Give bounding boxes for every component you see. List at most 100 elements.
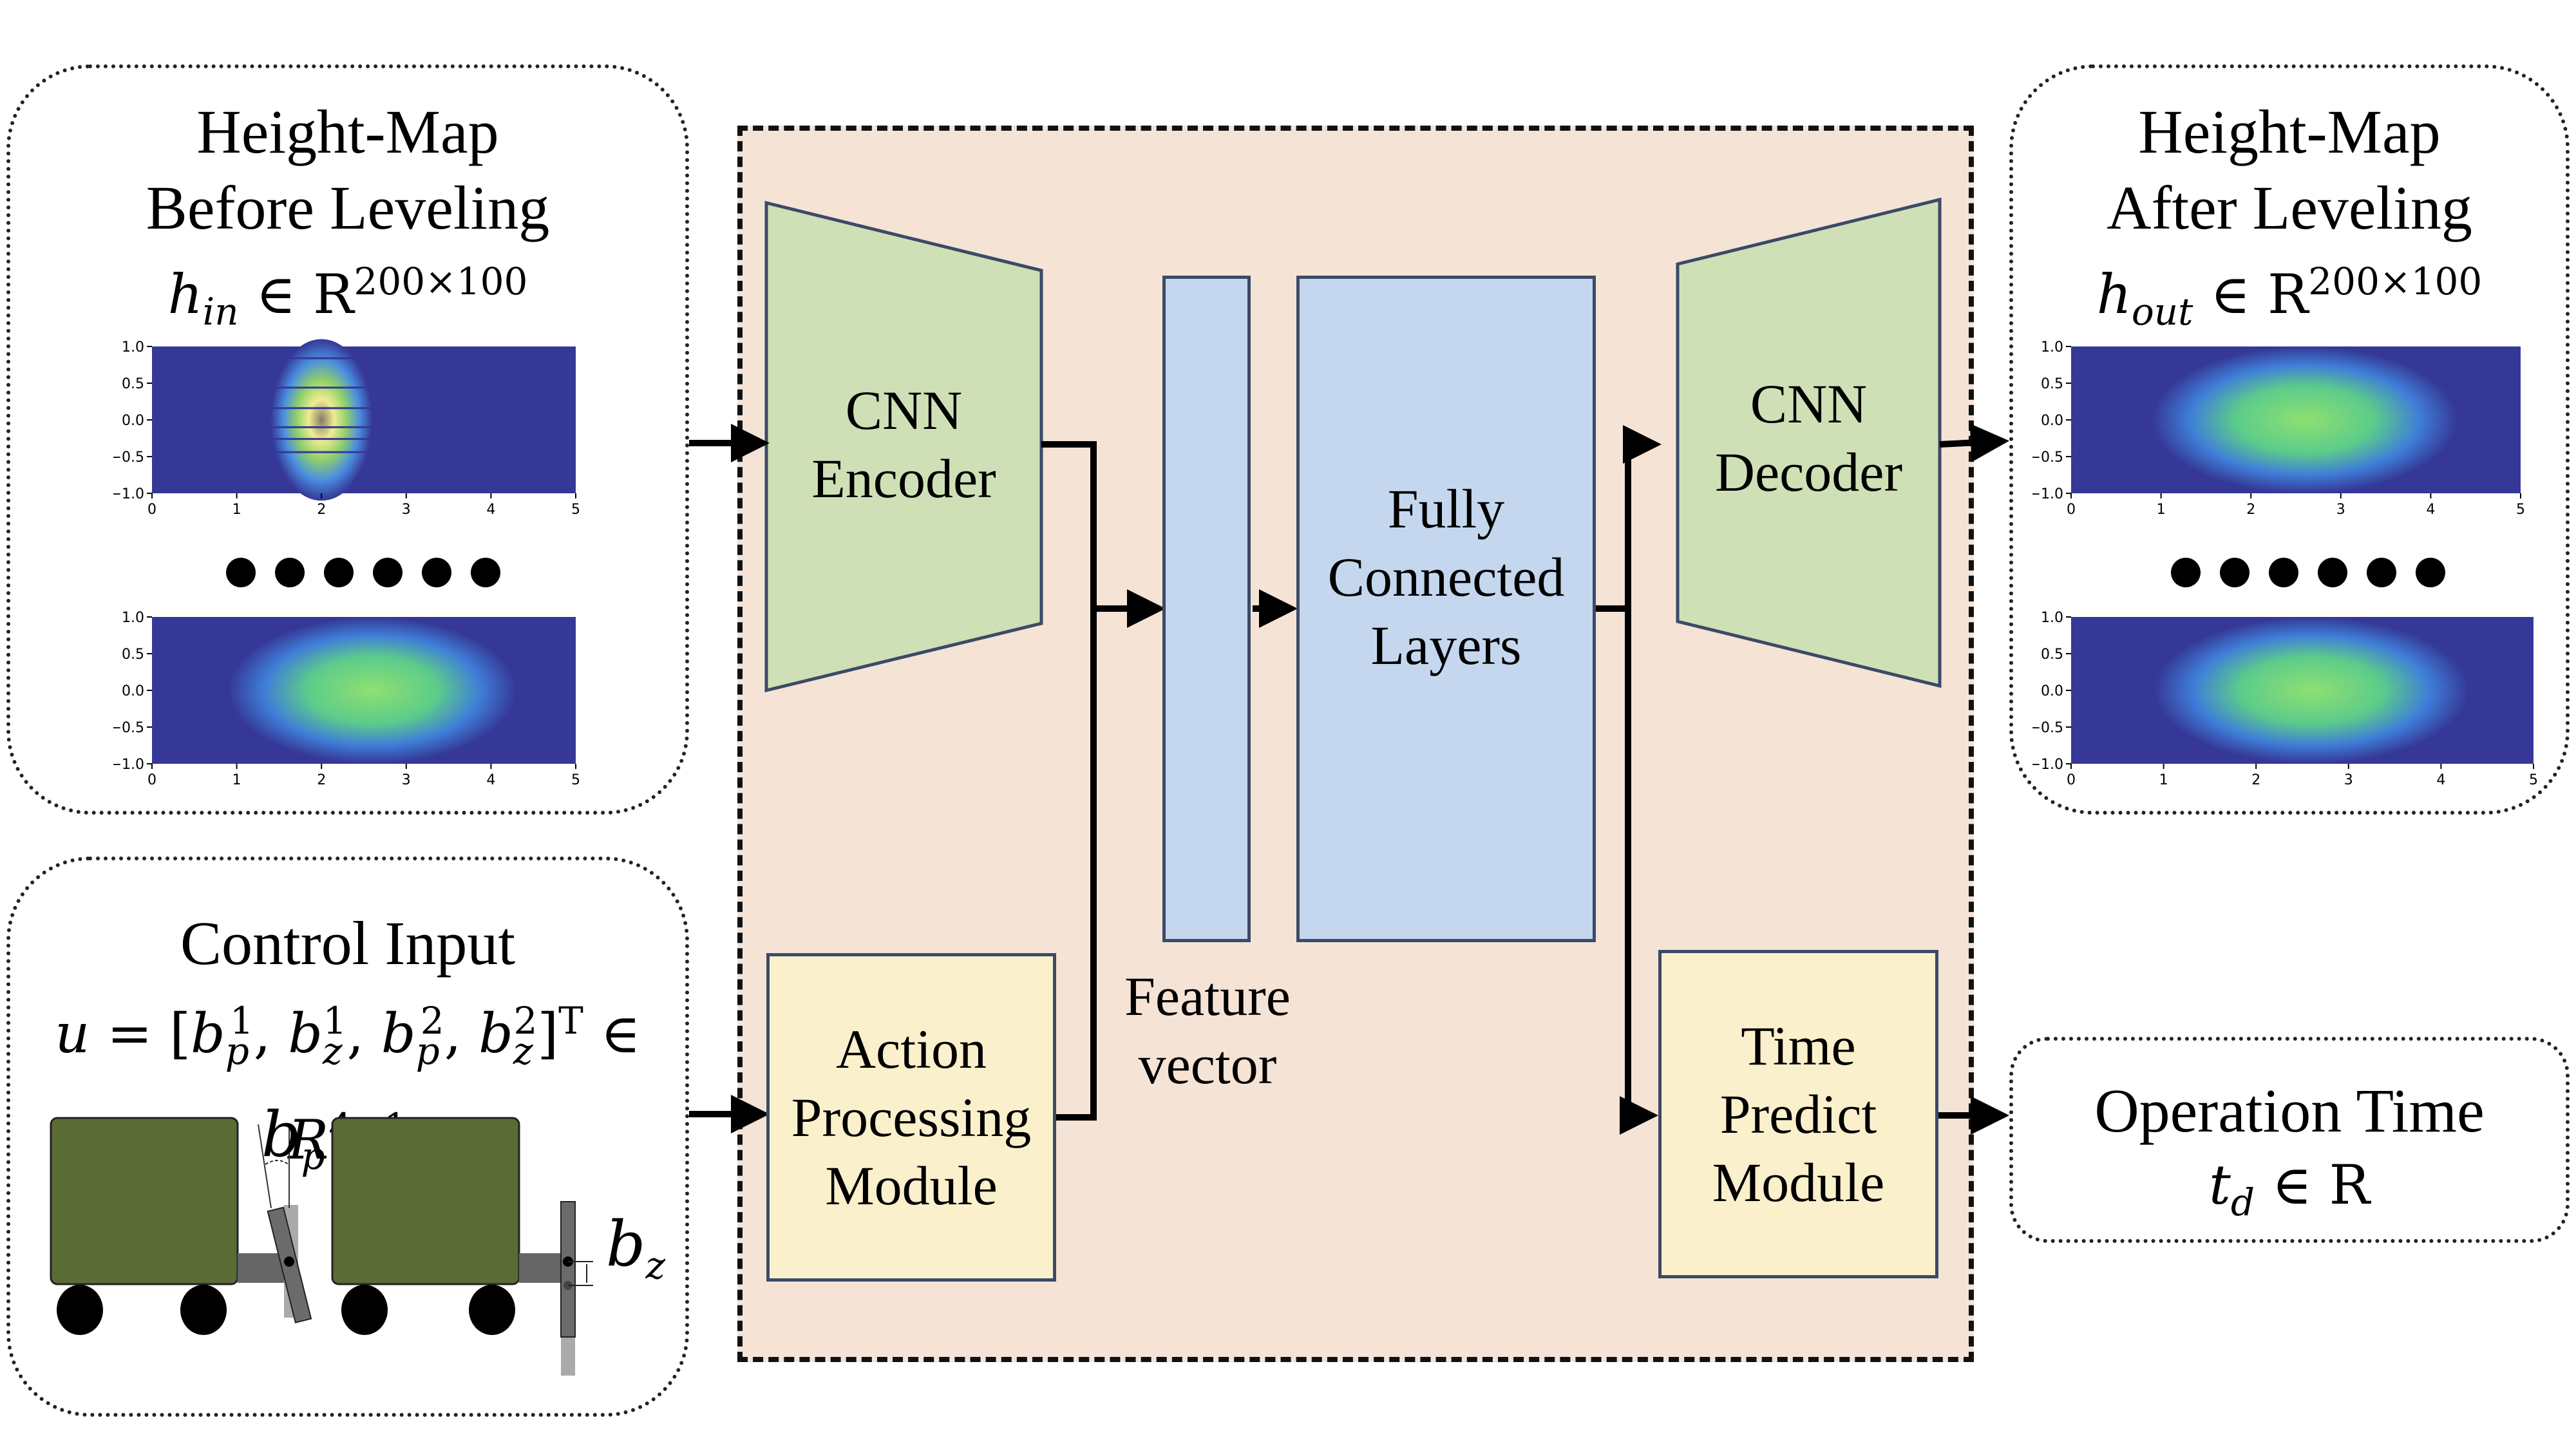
hinge-pin [284, 1256, 294, 1267]
x-tick-label: 3 [2344, 772, 2353, 788]
x-tick-label: 2 [2246, 502, 2255, 518]
connector-encoder-action-merge [1041, 441, 1097, 1121]
formula-sup: 200×100 [354, 260, 528, 303]
y-tick-label: 1.0 [2041, 610, 2063, 626]
y-tick-label: 0.0 [2041, 683, 2063, 699]
x-tick-label: 5 [571, 772, 580, 788]
x-tick-label: 1 [2157, 502, 2166, 518]
heatmap-spread [228, 617, 516, 764]
x-tick-label: 1 [232, 772, 242, 788]
y-tick-label: −0.5 [2032, 720, 2063, 736]
x-tick-label: 3 [402, 502, 411, 518]
y-tick-label: −0.5 [113, 720, 144, 736]
x-tick-label: 5 [571, 502, 580, 518]
formula-set: ∈ R [2210, 263, 2309, 326]
label-bp: bp [261, 1099, 325, 1179]
output-panel-title-line1: Height-Map [2138, 97, 2441, 166]
y-tick-label: 1.0 [2041, 339, 2063, 355]
ellipsis-dot [422, 558, 451, 587]
x-tick-label: 2 [2251, 772, 2260, 788]
formula-sub: in [202, 289, 239, 334]
blade-height [560, 1201, 576, 1338]
y-tick-label: −0.5 [2032, 450, 2063, 466]
pitch-line [258, 1124, 272, 1209]
output-heightmap-panel: Height-Map After Leveling hout ∈ R200×10… [2009, 64, 2570, 815]
x-tick-label: 1 [2159, 772, 2168, 788]
y-tick-label: 0.0 [122, 683, 144, 699]
operation-time-title: Operation Time [2094, 1076, 2485, 1145]
output-formula: hout ∈ R200×100 [2013, 243, 2566, 350]
truck-body-2 [331, 1117, 520, 1285]
y-tick-label: 1.0 [122, 610, 144, 626]
feature-vector-block [1162, 276, 1251, 942]
ellipsis-dot [2367, 558, 2396, 587]
x-tick-label: 4 [2436, 772, 2445, 788]
x-tick-label: 1 [232, 502, 242, 518]
x-tick-label: 0 [2067, 502, 2076, 518]
x-tick-label: 0 [2067, 772, 2076, 788]
x-tick-label: 5 [2529, 772, 2538, 788]
ellipsis-dots [226, 558, 500, 587]
control-input-panel: Control Input u = [bp1, bz1, bp2, bz2]T … [6, 857, 689, 1417]
ellipsis-dot [324, 558, 354, 587]
y-tick-label: 0.5 [122, 376, 144, 392]
x-tick-label: 5 [2516, 502, 2525, 518]
ellipsis-dot [2416, 558, 2445, 587]
ellipsis-dot [471, 558, 500, 587]
formula-var: h [167, 263, 203, 326]
control-input-formula: u = [bp1, bz1, bp2, bz2]T ∈ R4×1 [55, 999, 641, 1171]
wheel [57, 1285, 103, 1335]
cnn-decoder-block [1676, 197, 1942, 688]
heatmap-spread [2152, 346, 2458, 493]
x-tick-label: 4 [486, 772, 495, 788]
operation-time-panel: Operation Time td ∈ R [2009, 1037, 2570, 1243]
x-tick-label: 2 [317, 502, 326, 518]
wheel [180, 1285, 227, 1335]
y-tick-label: −1.0 [2032, 757, 2063, 773]
control-input-title: Control Input [180, 909, 515, 978]
output-panel-title-line2: After Leveling [2107, 173, 2472, 242]
ellipsis-dot [2220, 558, 2249, 587]
wheel [469, 1285, 515, 1335]
label-bz: bz [606, 1208, 666, 1288]
tow-bar-2 [519, 1253, 561, 1283]
y-tick-label: −1.0 [2032, 486, 2063, 502]
operation-time-formula: td ∈ R [2209, 1153, 2370, 1224]
y-tick-label: −1.0 [113, 757, 144, 773]
pitch-angle-arc [265, 1160, 289, 1165]
ellipsis-dot [373, 558, 402, 587]
ellipsis-dot [2318, 558, 2347, 587]
y-tick-label: −1.0 [113, 486, 144, 502]
heatmap-spread [2154, 617, 2469, 764]
x-tick-label: 3 [2336, 502, 2345, 518]
truck-body-1 [50, 1117, 239, 1285]
formula-set: ∈ R [256, 263, 354, 326]
formula-sup: 200×100 [2308, 260, 2483, 303]
x-tick-label: 0 [147, 502, 156, 518]
ellipsis-dot [2269, 558, 2298, 587]
heightmap-plot-after-final: 0 1 2 3 4 5 1.0 0.5 0.0 −0.5 −1.0 [2032, 610, 2538, 788]
input-panel-title-line1: Height-Map [196, 97, 499, 166]
y-tick-label: 0.5 [2041, 647, 2063, 663]
x-tick-label: 4 [486, 502, 495, 518]
y-tick-label: 1.0 [122, 339, 144, 355]
y-tick-label: 0.5 [122, 647, 144, 663]
input-panel-title-line2: Before Leveling [146, 173, 550, 242]
cnn-encoder-block [764, 200, 1043, 693]
wheel [341, 1285, 388, 1335]
x-tick-label: 4 [2426, 502, 2435, 518]
x-tick-label: 0 [147, 772, 156, 788]
arrow-decoder-to-output [1939, 423, 2009, 462]
ellipsis-dot [2171, 558, 2201, 587]
leveling-machine-diagram [50, 1117, 593, 1376]
heatmap-mound [270, 339, 373, 501]
arrow-fc-to-time [1620, 609, 1658, 1135]
y-tick-label: 0.0 [122, 413, 144, 429]
x-tick-label: 2 [317, 772, 326, 788]
